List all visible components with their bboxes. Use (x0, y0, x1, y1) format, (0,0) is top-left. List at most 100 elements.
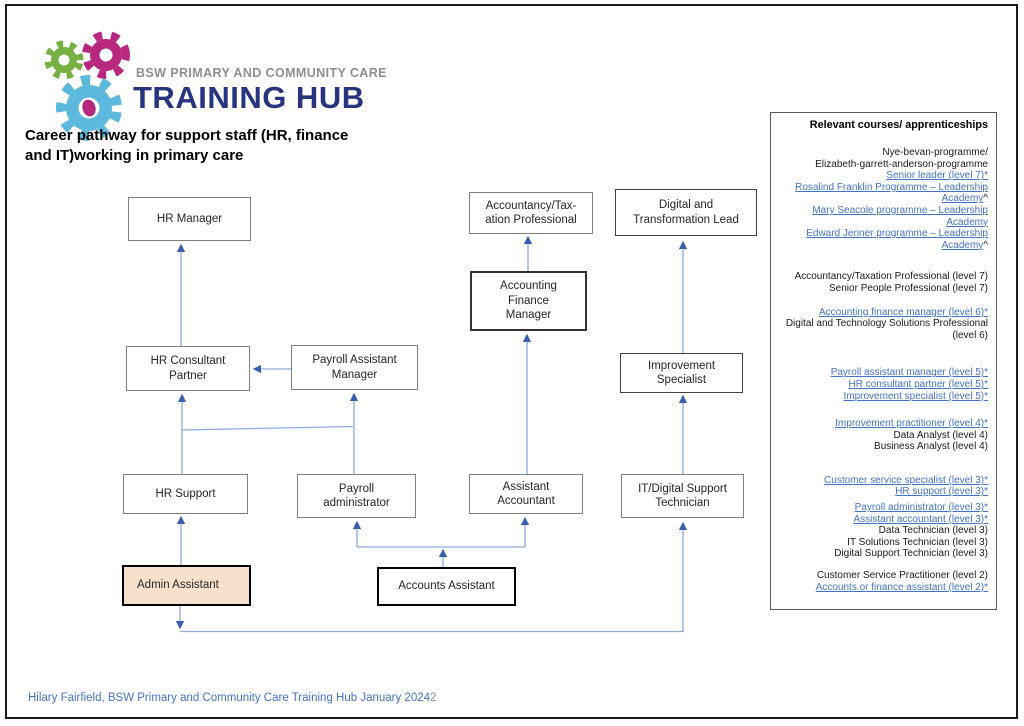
course-link[interactable]: HR support (level 3)* (895, 486, 988, 498)
course-item: Rosalind Franklin Programme – Leadership… (775, 182, 988, 205)
node-assistant-accountant: Assistant Accountant (469, 474, 583, 514)
page-title-line2: and IT)working in primary care (25, 147, 244, 164)
panel-spacer (775, 453, 988, 475)
course-item: Payroll administrator (level 3)* (775, 502, 988, 514)
course-item: HR support (level 3)* (775, 486, 988, 498)
brand-name: TRAINING HUB (133, 80, 365, 115)
node-label: Technician (655, 497, 710, 509)
course-link[interactable]: Accounting finance manager (level 6)* (819, 306, 988, 318)
course-item: Elizabeth-garrett-anderson-programme (775, 159, 988, 171)
node-improvement-specialist: Improvement Specialist (620, 353, 743, 393)
course-item: Accounting finance manager (level 6)* (775, 307, 988, 319)
course-item: Assistant accountant (level 3)* (775, 514, 988, 526)
brand-line: BSW PRIMARY AND COMMUNITY CARE (136, 66, 387, 80)
course-link[interactable]: Edward Jenner programme – Leadership Aca… (806, 228, 988, 251)
node-label: Digital and (658, 199, 714, 211)
panel-spacer (775, 560, 988, 570)
node-label: Manager (505, 309, 552, 322)
course-text: Customer Service Practitioner (level 2) (816, 570, 988, 582)
course-link[interactable]: Payroll assistant manager (level 5)* (830, 367, 988, 379)
node-accountancy-taxation-professional: Accountancy/Tax- ation Professional (469, 192, 593, 234)
course-item: HR consultant partner (level 5)* (775, 379, 988, 391)
course-item: Nye-bevan-programme/ (775, 147, 988, 159)
course-item: Accounts or finance assistant (level 2)* (775, 582, 988, 594)
node-digital-transformation-lead: Digital and Transformation Lead (615, 189, 757, 236)
node-hr-support: HR Support (123, 474, 248, 514)
node-label: Partner (169, 369, 207, 382)
course-item: Accountancy/Taxation Professional (level… (775, 271, 988, 283)
node-label: Finance (508, 294, 549, 307)
node-label: Admin Assistant (137, 579, 219, 592)
course-item: Data Technician (level 3) (775, 525, 988, 537)
node-label: administrator (323, 497, 390, 509)
course-text: Data Analyst (level 4) (893, 429, 989, 441)
node-label: Accountant (497, 495, 555, 507)
course-link[interactable]: Payroll administrator (level 3)* (854, 502, 988, 514)
course-text: Elizabeth-garrett-anderson-programme (815, 158, 988, 170)
gears-logo-icon (44, 31, 130, 141)
node-label: HR Consultant (150, 355, 226, 367)
course-link[interactable]: HR consultant partner (level 5)* (848, 378, 988, 390)
node-hr-consultant-partner: HR Consultant Partner (126, 346, 250, 391)
course-link[interactable]: Customer service specialist (level 3)* (824, 474, 988, 486)
course-link[interactable]: Rosalind Franklin Programme – Leadership… (795, 181, 988, 205)
panel-spacer (775, 295, 988, 307)
course-text: IT Solutions Technician (level 3) (847, 536, 988, 548)
node-label: Accounting (500, 280, 557, 293)
course-item: Payroll assistant manager (level 5)* (775, 367, 988, 379)
course-link[interactable]: Mary Seacole programme – Leadership Acad… (812, 204, 988, 228)
course-item: Mary Seacole programme – Leadership Acad… (775, 205, 988, 228)
node-label: ation Professional (485, 214, 577, 226)
course-suffix: ^ (983, 239, 988, 251)
node-admin-assistant: Admin Assistant (122, 565, 251, 606)
course-item: Senior People Professional (level 7) (775, 283, 988, 295)
course-text: Nye-bevan-programme/ (882, 147, 988, 158)
node-payroll-assistant-manager: Payroll Assistant Manager (291, 345, 418, 390)
node-label: Assistant (502, 480, 550, 493)
course-item: Senior leader (level 7)* (775, 170, 988, 182)
node-label: Manager (331, 368, 378, 381)
course-link[interactable]: Improvement specialist (level 5)* (843, 390, 989, 402)
page-title: Career pathway for support staff (HR, fi… (25, 126, 348, 166)
node-accounts-assistant: Accounts Assistant (377, 567, 516, 606)
course-item: Customer Service Practitioner (level 2) (775, 570, 988, 582)
node-label: Improvement (647, 359, 716, 372)
course-suffix: ^ (983, 193, 988, 205)
node-hr-manager: HR Manager (128, 197, 251, 241)
node-it-digital-support-technician: IT/Digital Support Technician (621, 474, 744, 518)
course-text: Business Analyst (level 4) (874, 441, 988, 453)
panel-spacer (775, 251, 988, 271)
page-title-line1: Career pathway for support staff (HR, fi… (25, 127, 349, 144)
course-item: Business Analyst (level 4) (775, 441, 988, 453)
course-text: Digital and Technology Solutions Profess… (785, 318, 988, 341)
node-accounting-finance-manager: Accounting Finance Manager (470, 271, 587, 331)
node-label: Payroll (338, 482, 375, 495)
node-label: Payroll Assistant (312, 354, 397, 366)
node-label: Specialist (656, 374, 707, 386)
page-border (5, 4, 1018, 719)
course-text: Data Technician (level 3) (878, 525, 988, 537)
course-text: Accountancy/Taxation Professional (level… (794, 271, 988, 283)
course-item: Edward Jenner programme – Leadership Aca… (775, 228, 988, 251)
course-item: Data Analyst (level 4) (775, 429, 989, 442)
node-label: HR Manager (156, 212, 223, 225)
course-link[interactable]: Senior leader (level 7)* (886, 170, 988, 182)
panel-spacer (775, 402, 988, 418)
footer-text: Hilary Fairfield, BSW Primary and Commun… (28, 692, 431, 704)
courses-panel: Relevant courses/ apprenticeships Nye-be… (770, 112, 997, 610)
course-item: IT Solutions Technician (level 3) (775, 537, 988, 549)
courses-panel-header: Relevant courses/ apprenticeships (809, 119, 988, 131)
node-label: HR Support (155, 487, 216, 500)
course-link[interactable]: Accounts or finance assistant (level 2)* (815, 581, 988, 593)
node-payroll-administrator: Payroll administrator (297, 474, 416, 518)
course-text: Digital Support Technician (level 3) (834, 548, 988, 560)
course-item: Improvement practitioner (level 4)* (775, 418, 988, 430)
panel-spacer (775, 341, 988, 367)
course-item: Improvement specialist (level 5)* (775, 390, 989, 403)
course-text: Senior People Professional (level 7) (829, 282, 988, 294)
course-item: Digital and Technology Solutions Profess… (775, 318, 988, 341)
node-label: Accountancy/Tax- (485, 199, 577, 212)
course-link[interactable]: Improvement practitioner (level 4)* (835, 418, 988, 430)
course-link[interactable]: Assistant accountant (level 3)* (853, 513, 988, 525)
